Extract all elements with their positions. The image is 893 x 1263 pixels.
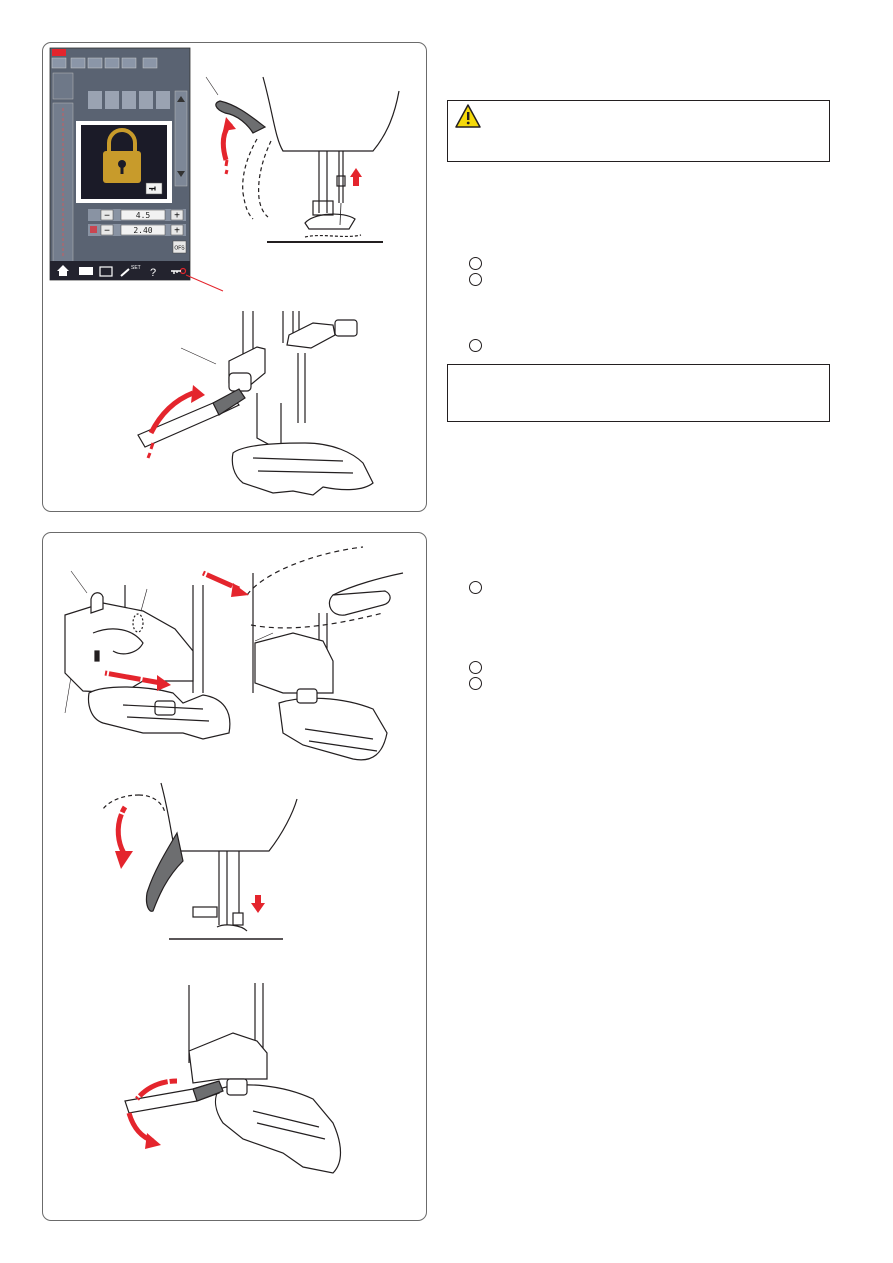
marker-circle bbox=[469, 273, 482, 286]
leader-line bbox=[185, 274, 224, 292]
warning-icon bbox=[455, 104, 481, 128]
plus-label: + bbox=[174, 211, 180, 222]
red-arrow-down-small bbox=[251, 903, 265, 913]
touch-screen: − 4.5 + − 2.40 + OFS SET bbox=[49, 47, 191, 281]
help-icon[interactable]: ? bbox=[150, 267, 156, 279]
marker-circle bbox=[469, 677, 482, 690]
ofs-label: OFS bbox=[174, 246, 185, 252]
lock-icon bbox=[103, 128, 141, 183]
ofs-button[interactable] bbox=[172, 240, 187, 254]
warning-box bbox=[447, 100, 830, 162]
length-minus-button[interactable] bbox=[100, 224, 114, 236]
foot-screwdriver-illustration bbox=[137, 311, 374, 496]
red-arrow-down bbox=[115, 805, 128, 857]
minus-label: − bbox=[104, 211, 110, 222]
machine-icon[interactable] bbox=[79, 267, 93, 275]
dual-feed-foot-illustration bbox=[64, 570, 231, 740]
marker-circle bbox=[469, 339, 482, 352]
marker-circle bbox=[469, 257, 482, 270]
figure-panel-bottom bbox=[42, 532, 427, 1221]
red-arrow-right bbox=[104, 670, 162, 686]
home-icon[interactable] bbox=[57, 265, 69, 276]
set-wrench-icon[interactable]: SET bbox=[120, 265, 141, 277]
set-label: SET bbox=[131, 265, 141, 271]
width-minus-button[interactable] bbox=[100, 209, 114, 221]
red-arrow-tighten bbox=[135, 1078, 178, 1101]
minus-label: − bbox=[104, 226, 110, 237]
figure-panel-top: − 4.5 + − 2.40 + OFS SET bbox=[42, 42, 427, 512]
plus-label: + bbox=[174, 226, 180, 237]
finger-push-illustration bbox=[246, 546, 404, 761]
tighten-screwdriver-illustration bbox=[124, 983, 342, 1174]
marker-circle bbox=[469, 581, 482, 594]
red-arrow-push bbox=[231, 583, 249, 597]
length-plus-button[interactable] bbox=[170, 224, 184, 236]
key-icon[interactable] bbox=[171, 267, 187, 275]
presser-lifter-up-illustration bbox=[205, 76, 400, 243]
presser-lifter-down-illustration bbox=[102, 782, 298, 940]
red-arrow-up-small bbox=[350, 168, 362, 177]
stitch-width-value: 4.5 bbox=[136, 211, 151, 220]
width-plus-button[interactable] bbox=[170, 209, 184, 221]
note-box bbox=[447, 364, 830, 422]
folder-icon[interactable] bbox=[99, 266, 113, 277]
red-arrow-rotate bbox=[148, 390, 194, 435]
marker-circle bbox=[469, 661, 482, 674]
stitch-length-value: 2.40 bbox=[133, 226, 152, 235]
